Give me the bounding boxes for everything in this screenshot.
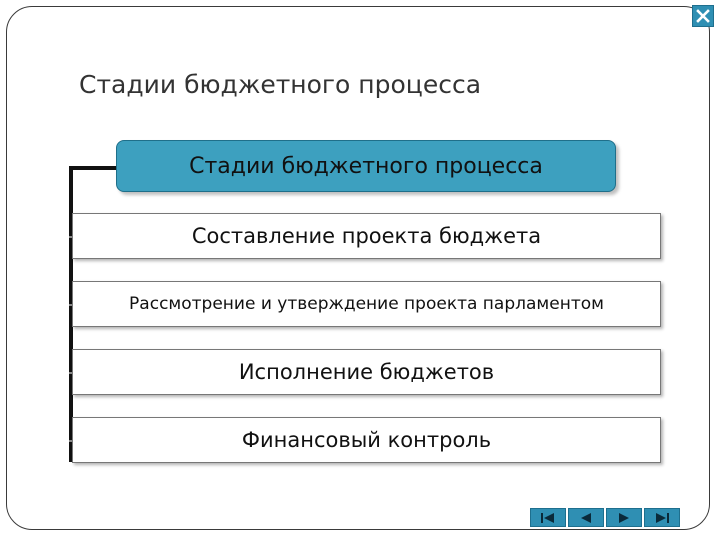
close-button[interactable] — [692, 5, 714, 27]
stage-box-execution: Исполнение бюджетов — [72, 349, 661, 395]
first-slide-icon — [541, 512, 554, 523]
previous-slide-button[interactable] — [568, 508, 604, 527]
stage-box-drafting: Составление проекта бюджета — [72, 213, 661, 259]
close-icon — [696, 9, 710, 23]
previous-slide-icon — [581, 512, 591, 523]
next-slide-icon — [619, 512, 629, 523]
last-slide-icon — [656, 512, 669, 523]
next-slide-button[interactable] — [606, 508, 642, 527]
last-slide-button[interactable] — [644, 508, 680, 527]
diagram-header-box: Стадии бюджетного процесса — [116, 140, 616, 192]
first-slide-button[interactable] — [530, 508, 566, 527]
diagram-connector-line — [69, 166, 73, 462]
stage-box-approval: Рассмотрение и утверждение проекта парла… — [72, 281, 661, 327]
slide-navigation — [530, 508, 680, 528]
slide-title: Стадии бюджетного процесса — [79, 70, 482, 99]
diagram-connector-top — [69, 166, 119, 170]
stage-box-control: Финансовый контроль — [72, 417, 661, 463]
